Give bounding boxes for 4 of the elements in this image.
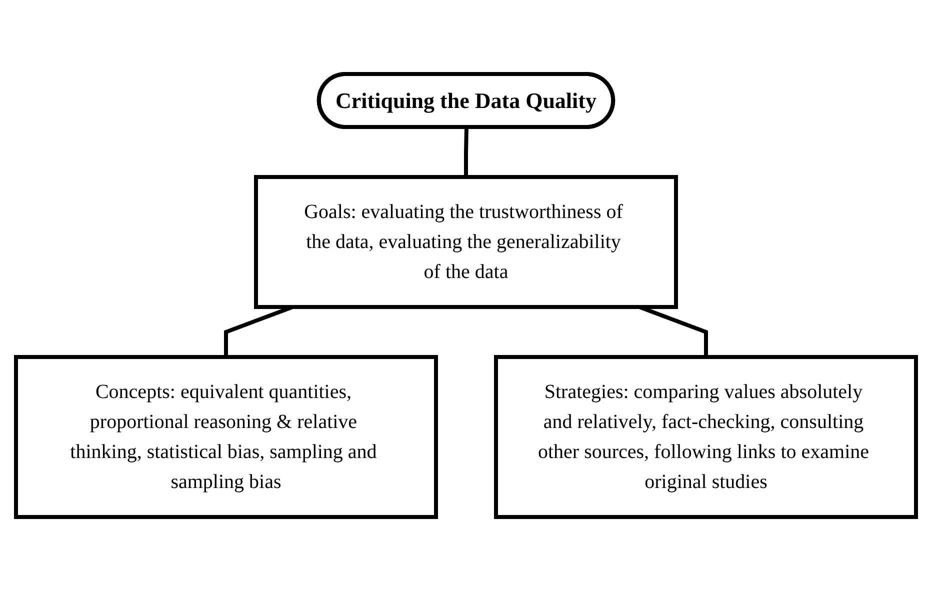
node-box: Strategies: comparing values absolutely and relatively, fact-checking, consulting other sources, following links to examine original studies [494, 355, 918, 519]
connector [464, 127, 468, 177]
node-box: Concepts: equivalent quantities, proportional reasoning & relative thinking, statistical bias, sampling and sampling bias [14, 355, 438, 519]
node-box: Goals: evaluating the trustworthiness of the data, evaluating the generalizability of the data [254, 175, 678, 309]
